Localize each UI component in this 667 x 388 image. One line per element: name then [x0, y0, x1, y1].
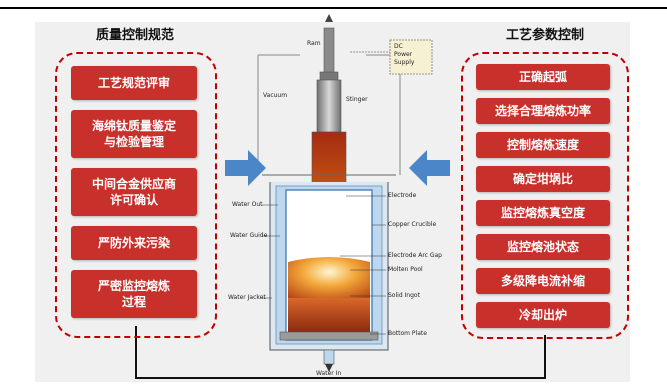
molten-pool: [288, 257, 370, 300]
label-water-out: Water Out: [232, 201, 263, 208]
label-electrode-arc-gap: Electrode Arc Gap: [388, 252, 442, 259]
label-ram: Ram: [307, 40, 321, 47]
left-item-2: 海绵钛质量鉴定 与检验管理: [71, 110, 197, 158]
label-bottom-plate: Bottom Plate: [388, 330, 427, 337]
left-item-4: 严防外来污染: [71, 226, 197, 260]
label-copper-crucible: Copper Crucible: [388, 221, 437, 228]
top-rule: [0, 7, 667, 9]
right-item-7: 多级降电流补缩: [476, 268, 610, 294]
label-molten-pool: Molten Pool: [388, 266, 423, 273]
solid-ingot: [288, 298, 370, 332]
left-item-1: 工艺规范评审: [71, 66, 197, 100]
ram: [323, 27, 335, 77]
label-dc-power: DC Power Supply: [394, 43, 415, 66]
label-water-in: Water In: [316, 370, 342, 377]
right-item-3: 控制熔炼速度: [476, 132, 610, 158]
left-arrow-icon: [225, 150, 266, 186]
right-item-1: 正确起弧: [476, 64, 610, 90]
label-water-guide: Water Guide: [230, 232, 268, 239]
left-group-title: 质量控制规范: [95, 28, 174, 43]
connector-line: [135, 326, 546, 379]
left-item-5: 严密监控熔炼 过程: [71, 270, 197, 318]
right-item-4: 确定坩埚比: [476, 166, 610, 192]
label-vacuum: Vacuum: [263, 92, 288, 99]
ram-arrow-icon: [325, 14, 333, 22]
right-group-title: 工艺参数控制: [505, 28, 584, 43]
label-stinger: Stinger: [346, 96, 368, 103]
bottom-plate: [279, 331, 379, 341]
right-item-2: 选择合理熔炼功率: [476, 98, 610, 124]
left-item-3: 中间合金供应商 许可确认: [71, 168, 197, 216]
label-electrode: Electrode: [388, 192, 417, 199]
right-arrow-icon: [409, 150, 450, 186]
right-item-5: 监控熔炼真空度: [476, 200, 610, 226]
label-water-jacket: Water Jacket: [228, 294, 266, 301]
right-group-box: [461, 52, 629, 339]
right-item-6: 监控熔池状态: [476, 234, 610, 260]
vacuum-line: [257, 54, 300, 175]
left-group-box: [55, 52, 217, 338]
right-item-8: 冷却出炉: [476, 302, 610, 328]
dc-power-box: [389, 39, 433, 75]
stinger: [316, 79, 342, 133]
label-solid-ingot: Solid Ingot: [388, 292, 420, 299]
